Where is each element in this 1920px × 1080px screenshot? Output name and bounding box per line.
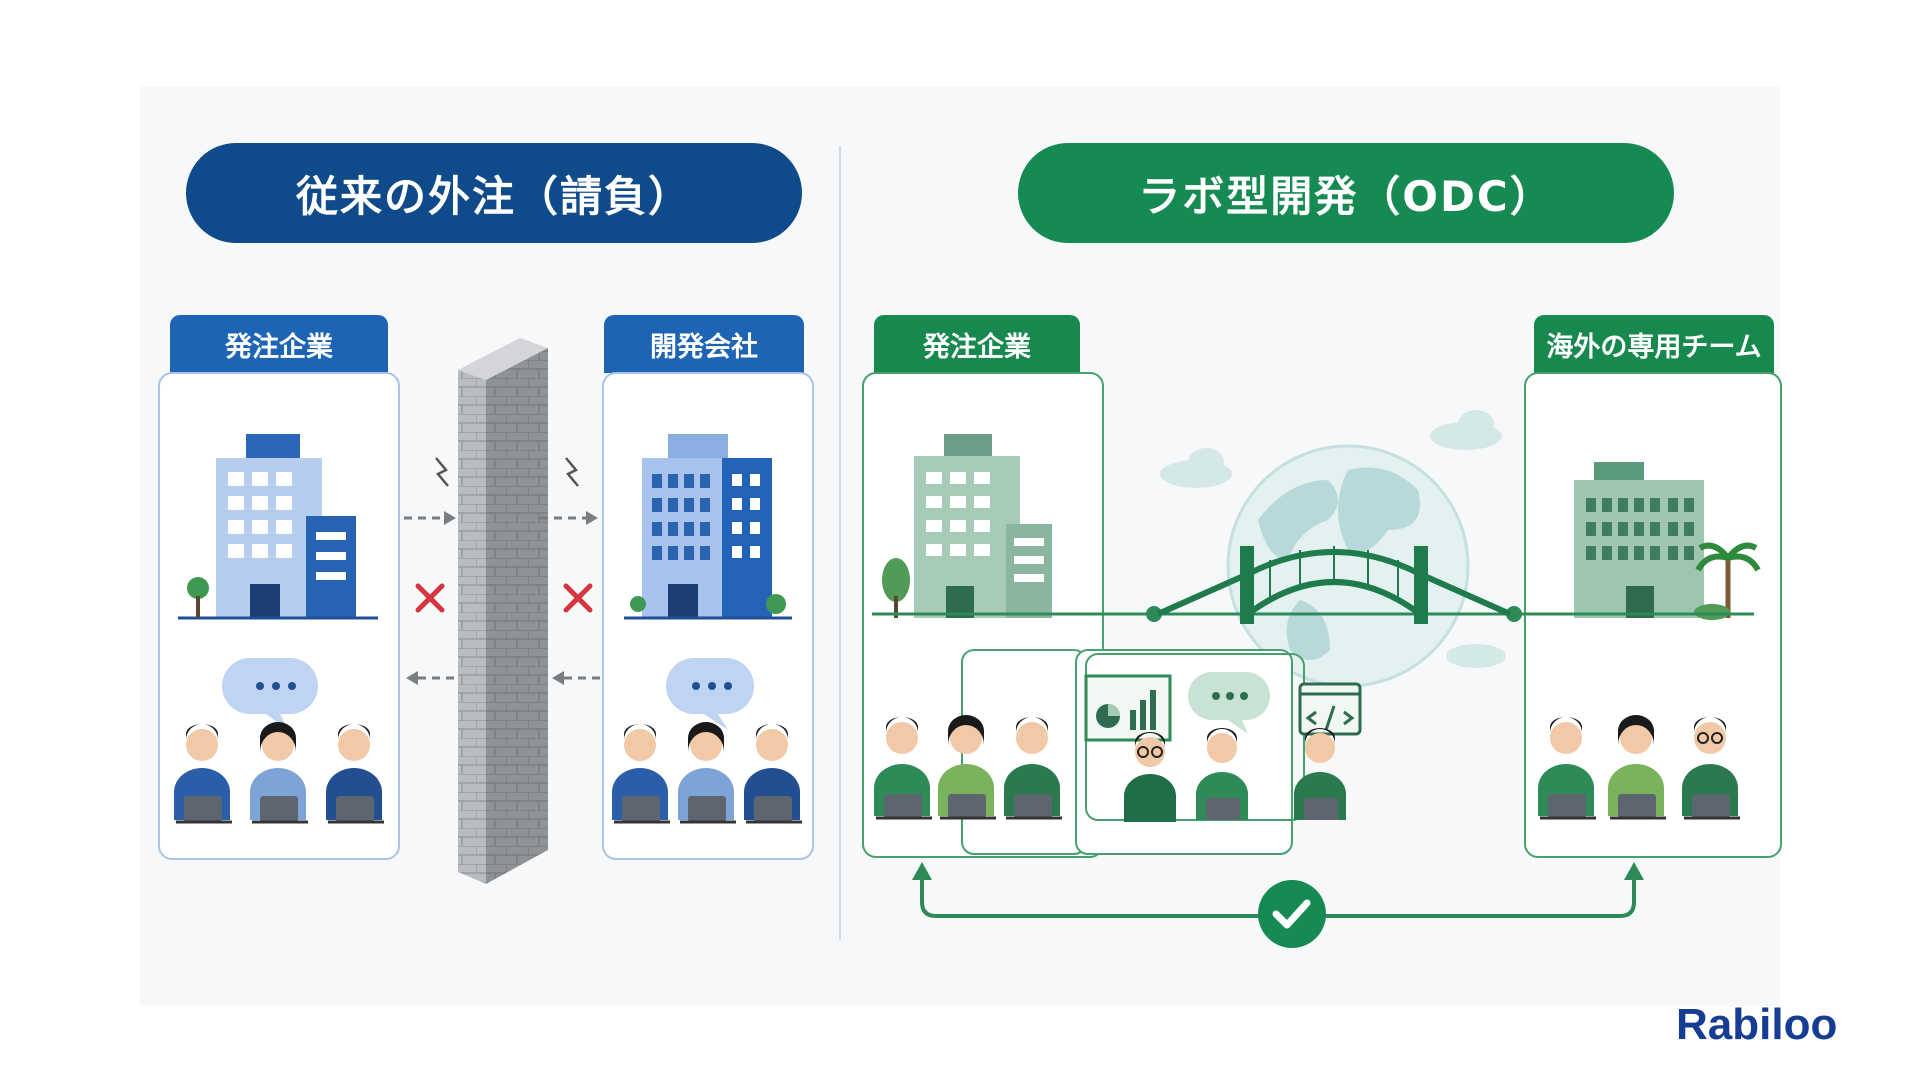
cross-icon <box>415 583 445 613</box>
chat-bubble-icon <box>1188 672 1270 734</box>
rabiloo-logo: Rabiloo <box>1676 1000 1838 1049</box>
chat-bubble-icon <box>666 658 754 730</box>
blocked-communication-arrows <box>404 457 600 685</box>
cross-icon <box>563 583 593 613</box>
section-divider <box>839 146 841 940</box>
chat-bubble-icon <box>222 658 318 730</box>
lab-development-title: ラボ型開発（ODC） <box>1018 143 1674 243</box>
shared-team-icon <box>1124 728 1346 822</box>
check-icon <box>1258 880 1326 948</box>
client-building-icon <box>882 434 1052 618</box>
vendor-team-icon <box>612 722 802 824</box>
left-client-tab: 発注企業 <box>170 315 388 373</box>
chart-icon <box>1084 674 1172 742</box>
dedicated-team-icon <box>1538 715 1740 820</box>
client-team-icon <box>874 715 1062 820</box>
globe-icon <box>1226 444 1470 688</box>
bridge-connection <box>872 546 1754 624</box>
right-client-tab: 発注企業 <box>874 315 1080 373</box>
team-building-icon <box>1574 462 1761 620</box>
client-team-icon <box>174 722 384 824</box>
vendor-tab: 開発会社 <box>604 315 804 373</box>
vendor-building-icon <box>624 434 792 620</box>
wall-barrier <box>458 338 548 884</box>
client-building-icon <box>178 434 378 620</box>
cloud-icon <box>1160 410 1506 668</box>
code-icon <box>1298 682 1362 736</box>
traditional-outsourcing-title: 従来の外注（請負） <box>186 143 802 243</box>
dedicated-team-tab: 海外の専用チーム <box>1534 315 1774 373</box>
